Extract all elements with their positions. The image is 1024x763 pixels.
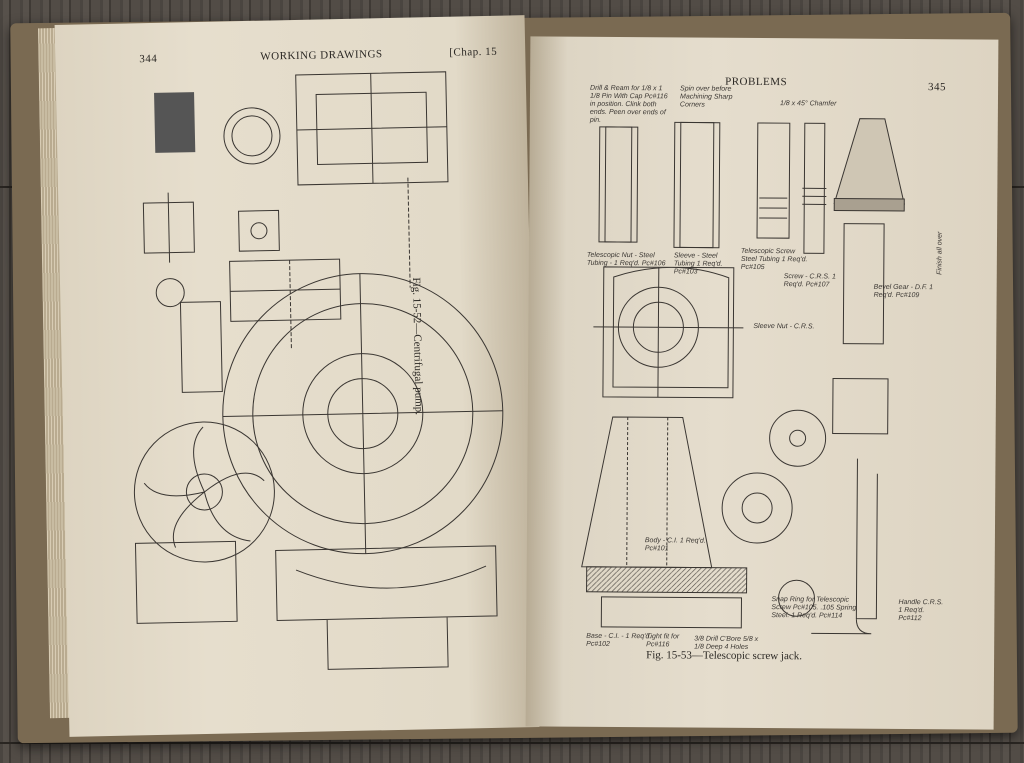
drawing-label: Spin over before Machining Sharp Corners bbox=[679, 85, 733, 109]
drawing-label: Tight fit for Pc#116 bbox=[646, 633, 680, 649]
drawing-label: 1/8 x 45° Chamfer bbox=[779, 100, 837, 108]
drawing-label: Body - C.I. 1 Req'd. Pc#101 bbox=[644, 537, 706, 553]
drawing-label: Sleeve Nut - C.R.S. bbox=[753, 322, 815, 331]
figure-caption: Fig. 15-53—Telescopic screw jack. bbox=[646, 649, 803, 663]
right-page: PROBLEMS 345 Drill & Ream for 1/8 x 1 1/… bbox=[525, 36, 999, 730]
drawing-label: Sleeve - Steel Tubing 1 Req'd. Pc#103 bbox=[673, 252, 723, 276]
drawing-label: Telescopic Screw Steel Tubing 1 Req'd. P… bbox=[740, 247, 808, 272]
drawing-label: Screw - C.R.S. 1 Req'd. Pc#107 bbox=[783, 273, 836, 289]
left-page: 344 WORKING DRAWINGS [Chap. 15 Fig. 15-5… bbox=[54, 15, 540, 737]
drawing-label: Handle C.R.S. 1 Req'd. Pc#112 bbox=[898, 598, 944, 623]
screw-jack-drawing bbox=[581, 118, 905, 635]
drawing-label: Finish all over bbox=[936, 231, 944, 275]
drawing-label: Bevel Gear - D.F. 1 Req'd. Pc#109 bbox=[873, 283, 934, 300]
wood-seam bbox=[0, 742, 1024, 744]
centrifugal-pump-drawing bbox=[133, 71, 504, 670]
drawing-label: Telescopic Nut - Steel Tubing - 1 Req'd.… bbox=[586, 251, 666, 268]
drawing-label: Snap Ring for Telescopic Screw Pc#105. .… bbox=[771, 596, 857, 620]
drawing-label: Drill & Ream for 1/8 x 1 1/8 Pin With Ca… bbox=[589, 84, 668, 124]
